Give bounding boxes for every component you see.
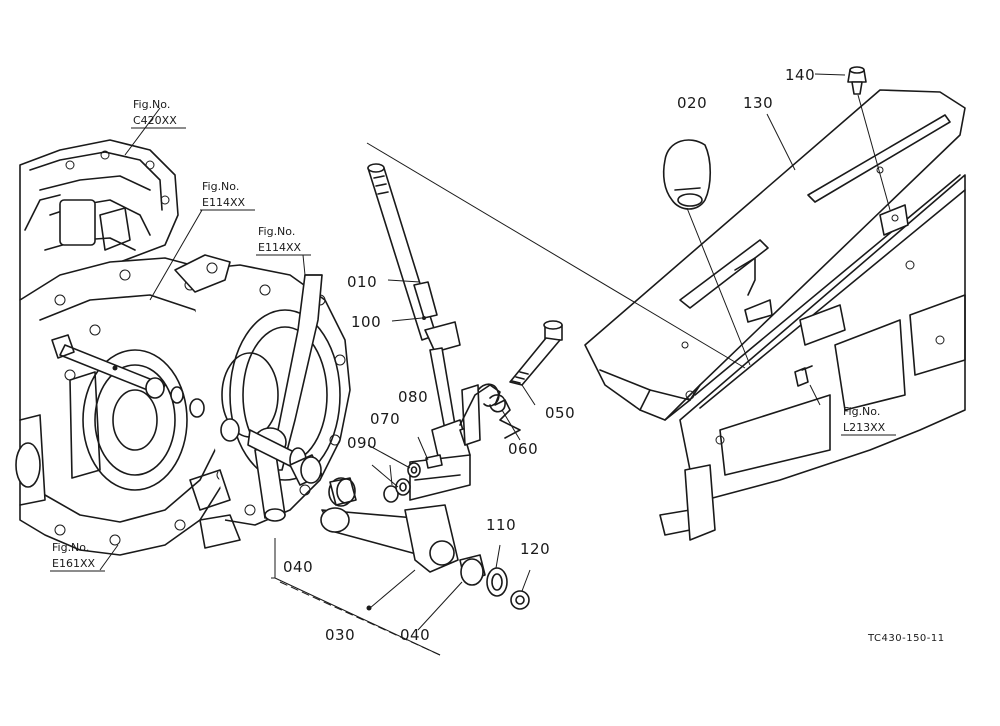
label-100: 100: [351, 313, 381, 331]
figure-reference-labels: Fig.No. C420XX Fig.No. E114XX Fig.No. E1…: [50, 98, 896, 572]
bushing-set: [289, 454, 357, 507]
cap-bolt: [847, 66, 867, 95]
leader-lines: [99, 73, 891, 656]
label-050: 050: [545, 404, 575, 422]
label-080: 080: [398, 388, 428, 406]
label-040-left: 040: [283, 558, 313, 576]
figref-c420-label: Fig.No.: [133, 98, 170, 111]
figref-e161-label: Fig.No.: [52, 541, 89, 554]
figref-l213-label: Fig.No.: [843, 405, 880, 418]
figref-e114a-code: E114XX: [202, 196, 245, 209]
part-number-labels: 140 020 130 010 100 050 080 070 060 090 …: [283, 66, 815, 644]
figref-e161-code: E161XX: [52, 557, 95, 570]
label-030: 030: [325, 626, 355, 644]
label-120: 120: [520, 540, 550, 558]
bushing-and-clip: [459, 554, 530, 610]
bolt: [509, 320, 563, 386]
label-060: 060: [508, 440, 538, 458]
label-140: 140: [785, 66, 815, 84]
figref-l213-code: L213XX: [843, 421, 886, 434]
drawing-code: TC430-150-11: [867, 633, 945, 644]
return-spring: [459, 383, 521, 439]
figref-e114a-label: Fig.No.: [202, 180, 239, 193]
figref-c420-code: C420XX: [133, 114, 177, 127]
label-010: 010: [347, 273, 377, 291]
pedal-lever-e114: [247, 274, 323, 522]
shift-lever-rod: [320, 163, 481, 573]
lever-knob: [662, 139, 712, 210]
washers-and-pins: [383, 454, 443, 503]
label-130: 130: [743, 94, 773, 112]
figref-e114b-code: E114XX: [258, 241, 301, 254]
figref-e114b-label: Fig.No.: [258, 225, 295, 238]
label-110: 110: [486, 516, 516, 534]
label-090: 090: [347, 434, 377, 452]
lever-guide-cover: [584, 89, 966, 421]
support-frame: [659, 174, 966, 541]
label-040-right: 040: [400, 626, 430, 644]
label-020: 020: [677, 94, 707, 112]
label-070: 070: [370, 410, 400, 428]
